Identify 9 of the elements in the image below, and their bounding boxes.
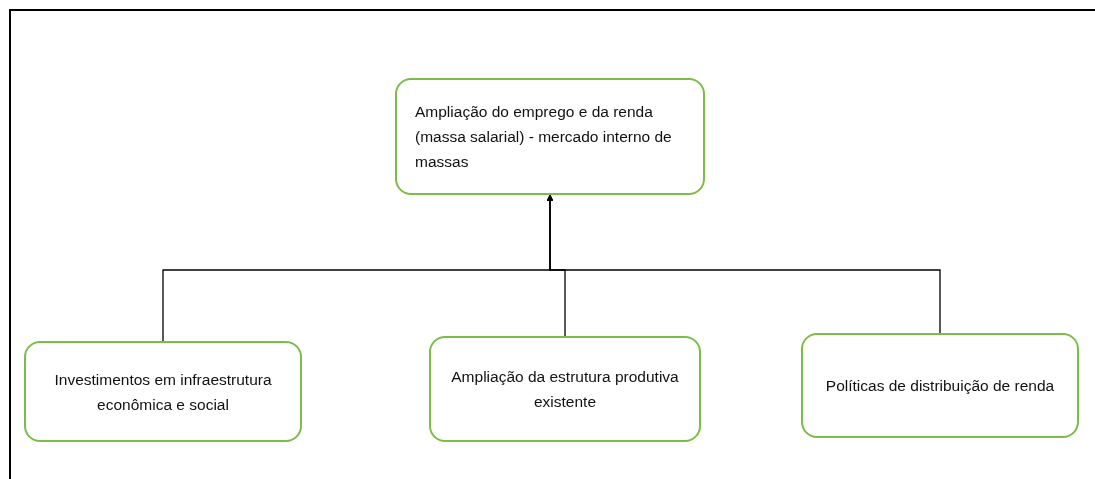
box-text: Ampliação do emprego e da renda (massa salarial) - mercado interno de massas <box>415 102 673 172</box>
box-text: Políticas de distribuição de renda <box>825 376 1055 396</box>
process-box <box>801 333 1079 438</box>
process-box <box>395 78 705 195</box>
process-box <box>24 341 302 442</box>
process-box <box>429 336 701 442</box>
box-text: Investimentos em infraestrutura econômica e social <box>53 369 273 415</box>
box-text: Ampliação da estrutura produtiva existente <box>450 367 680 412</box>
connector-arrow <box>546 194 941 334</box>
